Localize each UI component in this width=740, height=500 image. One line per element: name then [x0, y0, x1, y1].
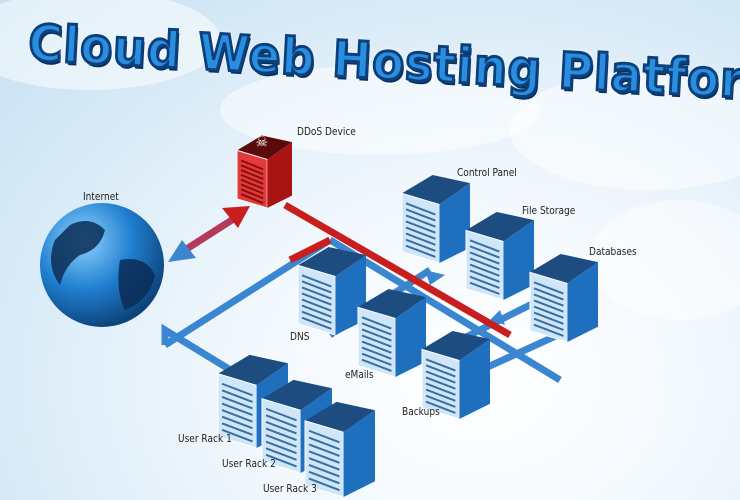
label-user-rack-2: User Rack 2 [222, 457, 276, 470]
file-storage-server [465, 211, 534, 301]
label-file-storage: File Storage [522, 204, 576, 217]
clouds-background [0, 0, 740, 320]
svg-text:☠: ☠ [255, 134, 268, 150]
label-backups: Backups [402, 405, 440, 418]
label-databases: Databases [589, 245, 637, 258]
emails-server [357, 288, 426, 378]
user-rack-3-server [304, 401, 375, 498]
bidirectional-arrow [168, 206, 250, 262]
control-panel-server [401, 174, 470, 264]
label-emails: eMails [345, 368, 374, 381]
label-internet: Internet [83, 190, 119, 203]
label-ddos-device: DDoS Device [297, 125, 356, 138]
ddos-device-server: ☠ [236, 134, 292, 209]
label-user-rack-3: User Rack 3 [263, 482, 317, 495]
dns-server [297, 246, 366, 336]
internet-globe-icon [40, 203, 164, 327]
label-dns: DNS [290, 330, 310, 343]
label-user-rack-1: User Rack 1 [178, 432, 232, 445]
label-control-panel: Control Panel [457, 166, 517, 179]
backups-server [421, 330, 490, 420]
databases-server [529, 253, 598, 343]
